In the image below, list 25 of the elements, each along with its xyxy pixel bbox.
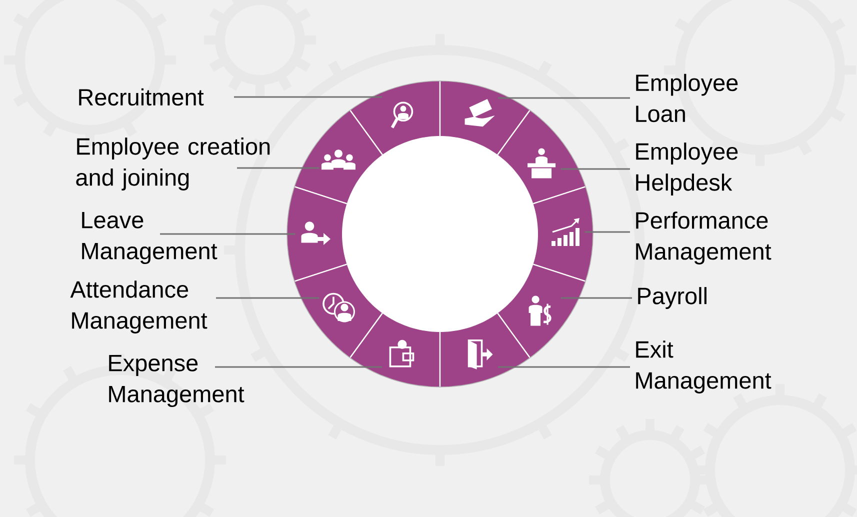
leader-line (215, 366, 382, 368)
ring-segment (287, 186, 347, 282)
label-text: Attendance Management (70, 280, 208, 334)
leader-line (498, 97, 630, 99)
label-text: Recruitment (79, 88, 204, 106)
label-text: Employee creation and joining (76, 138, 270, 190)
leader-line (584, 231, 630, 233)
leader-line (234, 96, 382, 98)
label-text: Employee Helpdesk (636, 142, 738, 196)
leader-line (498, 366, 630, 368)
ring-segment (350, 312, 441, 387)
label-text: Expense Management (109, 354, 244, 408)
leader-line (160, 233, 296, 235)
leader-line (560, 168, 630, 170)
ring-segment (439, 312, 530, 387)
leader-line (237, 167, 320, 169)
label-text: Exit Management (636, 340, 772, 394)
label-text: Performance Management (636, 212, 772, 264)
label-text: Employee Loan (636, 74, 738, 122)
leader-line (216, 297, 320, 299)
ring-segment (350, 81, 441, 156)
label-text: Leave Management (82, 212, 218, 264)
leader-line (560, 297, 632, 299)
label-text: Payroll (638, 287, 706, 309)
ring-segment (533, 186, 593, 282)
